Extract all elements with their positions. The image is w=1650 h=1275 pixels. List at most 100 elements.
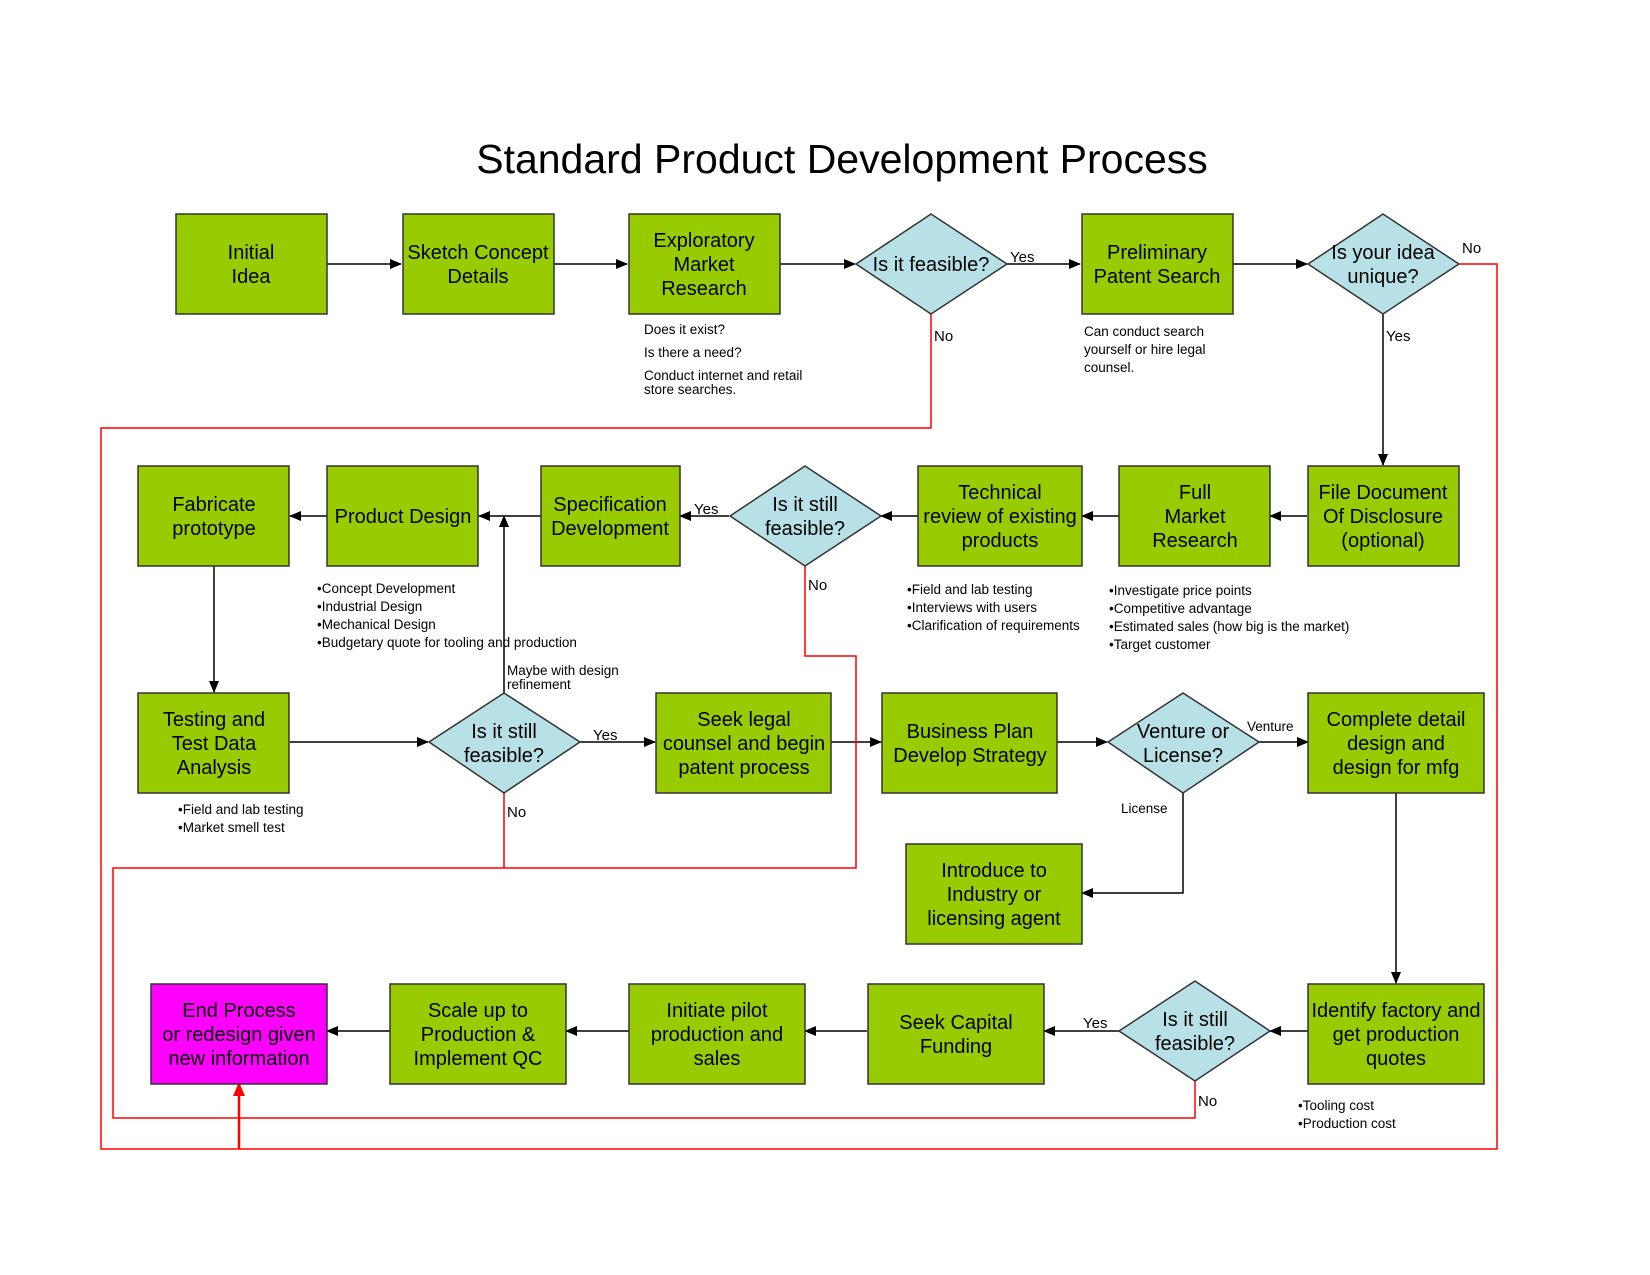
node-label-line: patent process xyxy=(678,757,809,779)
note-line: •Clarification of requirements xyxy=(907,618,1080,633)
node-product-design[interactable]: Product Design xyxy=(326,465,479,567)
node-feasible-1[interactable]: Is it feasible? xyxy=(854,213,1009,315)
note-line: counsel. xyxy=(1084,360,1134,375)
node-label-line: Funding xyxy=(920,1036,992,1058)
node-label-line: Patent Search xyxy=(1094,266,1221,288)
notes: Does it exist?Is there a need?Conduct in… xyxy=(178,322,1396,1131)
process-box xyxy=(1118,465,1271,567)
decision-diamond xyxy=(427,692,582,794)
note-line: Does it exist? xyxy=(644,322,725,337)
process-box xyxy=(326,465,479,567)
node-label-line: Exploratory xyxy=(653,230,754,252)
process-box xyxy=(628,213,781,315)
node-label-line: design and xyxy=(1347,733,1445,755)
decision-diamond xyxy=(854,213,1009,315)
no-line-unique xyxy=(239,263,1498,1150)
node-label-line: Is it still xyxy=(772,494,838,516)
node-label-line: Market xyxy=(673,254,735,276)
process-box xyxy=(1307,692,1485,794)
process-box xyxy=(1307,465,1460,567)
node-label-line: Is it still xyxy=(1162,1009,1228,1031)
node-label-line: Venture or xyxy=(1137,721,1230,743)
node-label-line: production and xyxy=(651,1024,783,1046)
node-label-line: Seek legal xyxy=(697,709,790,731)
note-line: Maybe with design xyxy=(507,663,619,678)
node-label-line: Complete detail xyxy=(1327,709,1466,731)
node-label-line: Seek Capital xyxy=(899,1012,1012,1034)
note-technical: •Field and lab testing•Interviews with u… xyxy=(907,582,1080,633)
process-box xyxy=(137,465,290,567)
label-no-feasible3: No xyxy=(507,804,526,821)
process-box xyxy=(1081,213,1234,315)
process-box xyxy=(402,213,555,315)
label-license: License xyxy=(1121,801,1168,816)
note-line: •Interviews with users xyxy=(907,600,1037,615)
note-line: yourself or hire legal xyxy=(1084,342,1206,357)
node-label-line: new information xyxy=(168,1048,309,1070)
node-label-line: Test Data xyxy=(172,733,257,755)
note-line: •Estimated sales (how big is the market) xyxy=(1109,619,1349,634)
decision-diamond xyxy=(1117,980,1272,1082)
connectors xyxy=(100,259,1498,1150)
node-label-line: products xyxy=(962,530,1039,552)
note-line: Conduct internet and retail xyxy=(644,368,802,383)
label-yes-feasible1: Yes xyxy=(1010,249,1034,266)
process-box xyxy=(175,213,328,315)
note-line: •Competitive advantage xyxy=(1109,601,1252,616)
node-label-line: review of existing xyxy=(923,506,1076,528)
node-label-line: Market xyxy=(1164,506,1226,528)
node-label-line: Idea xyxy=(232,266,272,288)
decision-diamond xyxy=(1106,692,1261,794)
no-line-feasible2 xyxy=(504,566,857,869)
node-label-line: Research xyxy=(661,278,747,300)
node-label-line: Product Design xyxy=(335,506,472,528)
process-box xyxy=(389,983,567,1085)
node-label-line: Of Disclosure xyxy=(1323,506,1443,528)
label-yes-feasible3: Yes xyxy=(593,727,617,744)
node-label-line: (optional) xyxy=(1341,530,1424,552)
node-label-line: Technical xyxy=(958,482,1041,504)
label-no-feasible1: No xyxy=(934,328,953,345)
node-label-line: Specification xyxy=(553,494,666,516)
process-box xyxy=(628,983,806,1085)
no-line-feasible3-feasible4 xyxy=(112,793,1196,1119)
label-no-feasible4: No xyxy=(1198,1093,1217,1110)
note-testing: •Field and lab testing•Market smell test xyxy=(178,802,304,835)
